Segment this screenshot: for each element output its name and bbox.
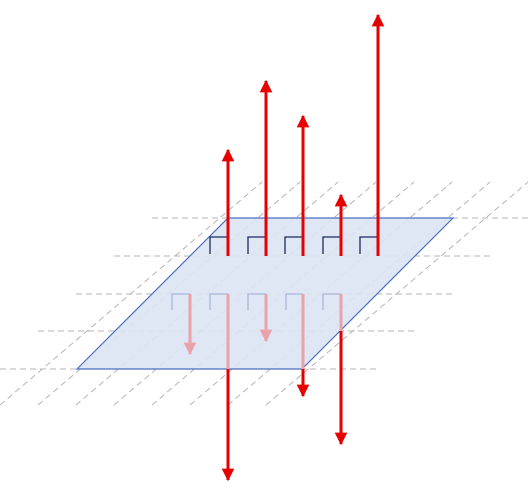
right-angle-marker: [284, 236, 303, 254]
right-angle-marker: [171, 293, 190, 310]
right-angle-marker: [285, 293, 303, 310]
right-angle-marker: [359, 236, 378, 254]
grid-horizontals: [0, 217, 531, 370]
right-angle-markers-front: [209, 236, 378, 254]
down-arrows-visible: [221, 331, 348, 482]
right-angle-marker: [209, 293, 228, 310]
down-arrows-hidden: [183, 294, 343, 369]
right-angle-marker: [322, 236, 341, 254]
right-angle-marker: [247, 236, 266, 254]
up-arrows: [221, 13, 385, 256]
right-angle-marker: [247, 293, 266, 310]
right-angle-marker: [322, 293, 341, 310]
right-angle-marker: [209, 236, 228, 254]
right-angle-markers-back: [171, 293, 341, 310]
